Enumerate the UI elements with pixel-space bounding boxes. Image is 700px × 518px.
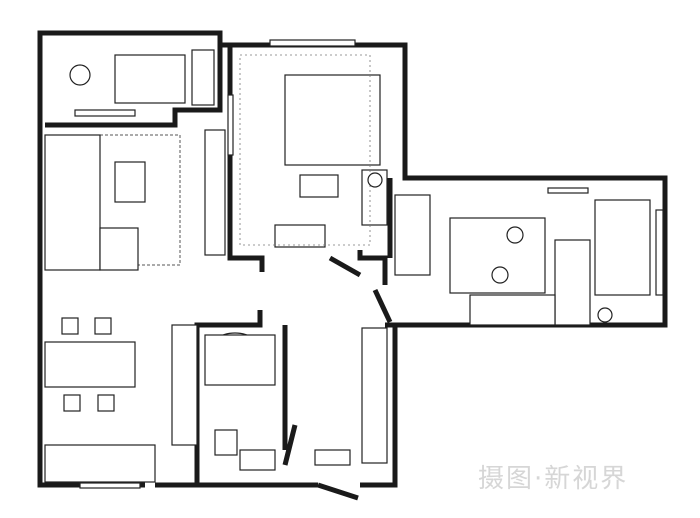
windows — [74, 39, 664, 489]
watermark: 摄图·新视界 — [478, 464, 629, 494]
furniture — [44, 49, 651, 483]
